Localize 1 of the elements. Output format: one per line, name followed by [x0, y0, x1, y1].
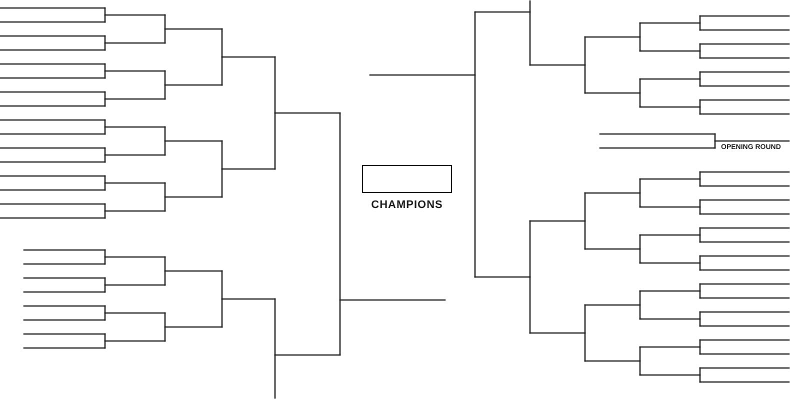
heading: CHAMPIONS: [371, 199, 443, 212]
